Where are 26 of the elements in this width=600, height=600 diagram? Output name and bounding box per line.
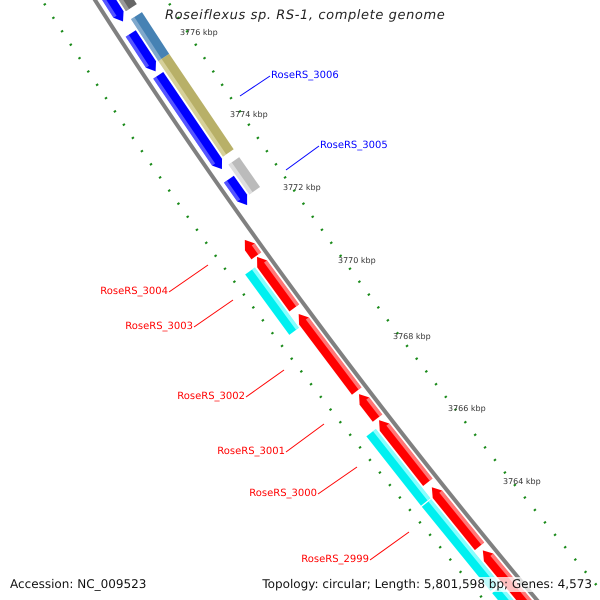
position-tick-label: 3768 kbp (393, 332, 431, 342)
accession-text: Accession: NC_009523 (8, 577, 148, 592)
gene-label: RoseRS_3000 (249, 488, 317, 500)
leader-line (240, 76, 270, 96)
gene-label: RoseRS_3001 (217, 446, 285, 458)
genome-summary-text: Topology: circular; Length: 5,801,598 bp; Genes: 4,573 (260, 577, 594, 592)
gene-label: RoseRS_2999 (301, 554, 369, 566)
leader-line (286, 146, 320, 170)
leader-line (194, 300, 234, 328)
leader-line (370, 532, 410, 560)
genome-title: Roseiflexus sp. RS-1, complete genome (165, 8, 446, 23)
position-tick-label: 3776 kbp (180, 28, 218, 38)
position-tick-label: 3770 kbp (338, 256, 376, 266)
position-tick-label: 3764 kbp (503, 477, 541, 487)
gene-label: RoseRS_3006 (271, 70, 339, 82)
gene-label: RoseRS_3004 (100, 286, 168, 298)
leader-line (318, 466, 358, 494)
leader-line (168, 264, 208, 292)
gene-label: RoseRS_3005 (320, 140, 388, 152)
position-tick-label: 3772 kbp (283, 183, 321, 193)
gene-label: RoseRS_3003 (125, 321, 193, 333)
gene-label: RoseRS_3002 (177, 391, 245, 403)
position-tick-label: 3774 kbp (230, 110, 268, 120)
leader-line (246, 370, 284, 398)
leader-line (286, 424, 324, 452)
position-tick-label: 3766 kbp (448, 404, 486, 414)
